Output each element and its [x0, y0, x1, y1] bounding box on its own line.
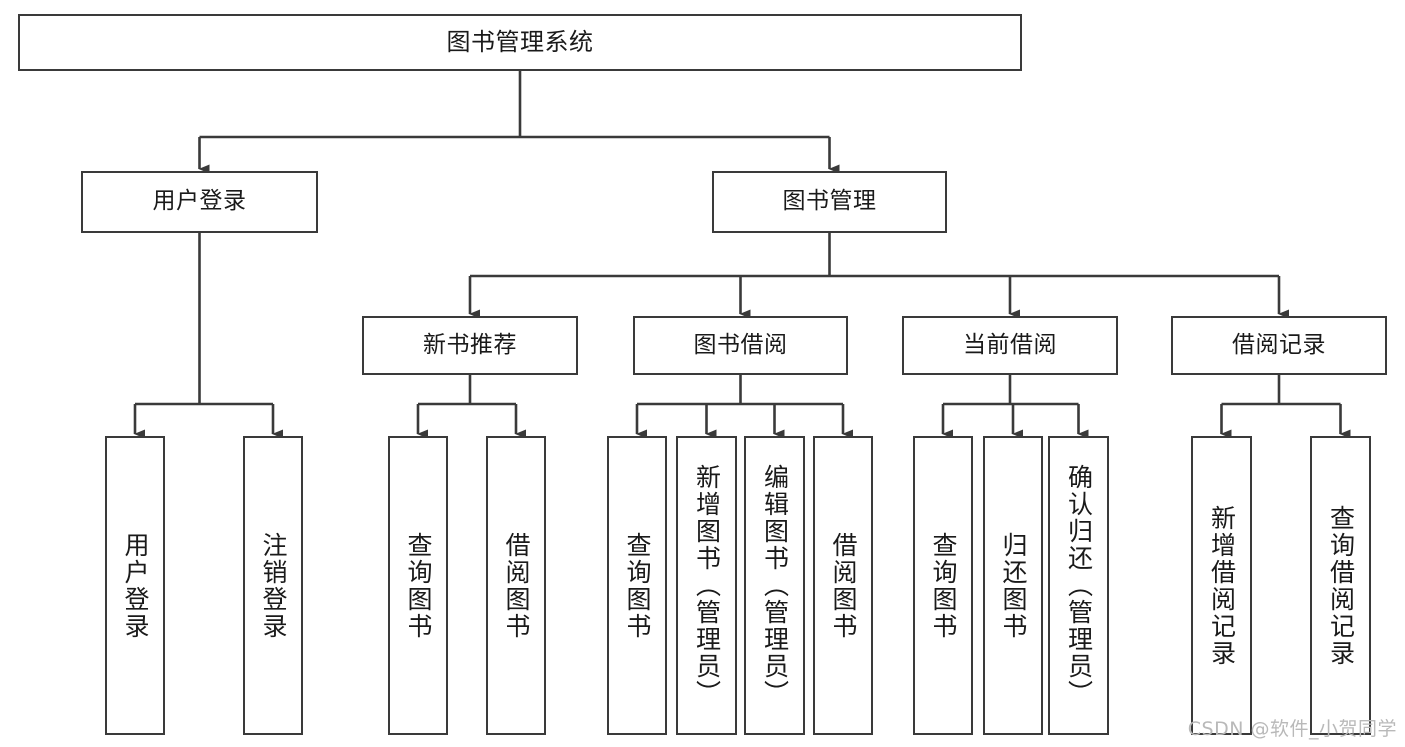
- node-label: 图书借阅: [693, 331, 788, 358]
- node-leaf-query-record: 查询借阅记录: [1310, 436, 1371, 735]
- node-borrow-record: 借阅记录: [1171, 316, 1387, 375]
- node-leaf-return-book: 归还图书: [983, 436, 1043, 735]
- csdn-watermark: CSDN @软件_小贺同学: [1187, 718, 1397, 740]
- node-leaf-add-record: 新增借阅记录: [1191, 436, 1252, 735]
- node-label: 图书管理系统: [446, 28, 594, 57]
- node-leaf-query-book-1: 查询图书: [388, 436, 448, 735]
- node-user-login: 用户登录: [81, 171, 318, 233]
- node-leaf-user-login: 用户登录: [105, 436, 165, 735]
- node-label: 当前借阅: [963, 331, 1057, 358]
- node-label: 归还图书: [999, 531, 1028, 640]
- node-label: 新增借阅记录: [1207, 504, 1237, 667]
- node-leaf-query-book-3: 查询图书: [913, 436, 973, 735]
- node-label: 借阅图书: [829, 531, 858, 640]
- node-label: 查询图书: [623, 531, 652, 640]
- node-leaf-confirm-return: 确认归还（管理员）: [1048, 436, 1109, 735]
- node-root-system-title: 图书管理系统: [18, 14, 1022, 71]
- node-label: 编辑图书（管理员）: [760, 464, 790, 707]
- node-label: 确认归还（管理员）: [1064, 464, 1094, 707]
- node-label: 新书推荐: [423, 331, 517, 358]
- node-leaf-borrow-book-2: 借阅图书: [813, 436, 873, 735]
- node-label: 借阅记录: [1232, 331, 1326, 358]
- node-label: 用户登录: [152, 188, 247, 215]
- node-label: 查询图书: [929, 531, 958, 640]
- node-new-book-recommend: 新书推荐: [362, 316, 578, 375]
- node-book-borrow: 图书借阅: [633, 316, 848, 375]
- node-label: 注销登录: [259, 531, 288, 640]
- node-label: 查询借阅记录: [1326, 504, 1356, 667]
- node-book-manage: 图书管理: [712, 171, 947, 233]
- node-label: 查询图书: [404, 531, 433, 640]
- node-label: 用户登录: [121, 531, 150, 640]
- node-current-borrow: 当前借阅: [902, 316, 1118, 375]
- node-leaf-borrow-book-1: 借阅图书: [486, 436, 546, 735]
- node-leaf-query-book-2: 查询图书: [607, 436, 667, 735]
- node-label: 新增图书（管理员）: [692, 464, 722, 707]
- node-label: 借阅图书: [502, 531, 531, 640]
- node-label: 图书管理: [782, 188, 877, 215]
- node-leaf-user-logout: 注销登录: [243, 436, 303, 735]
- node-leaf-add-book: 新增图书（管理员）: [676, 436, 737, 735]
- node-leaf-edit-book: 编辑图书（管理员）: [744, 436, 805, 735]
